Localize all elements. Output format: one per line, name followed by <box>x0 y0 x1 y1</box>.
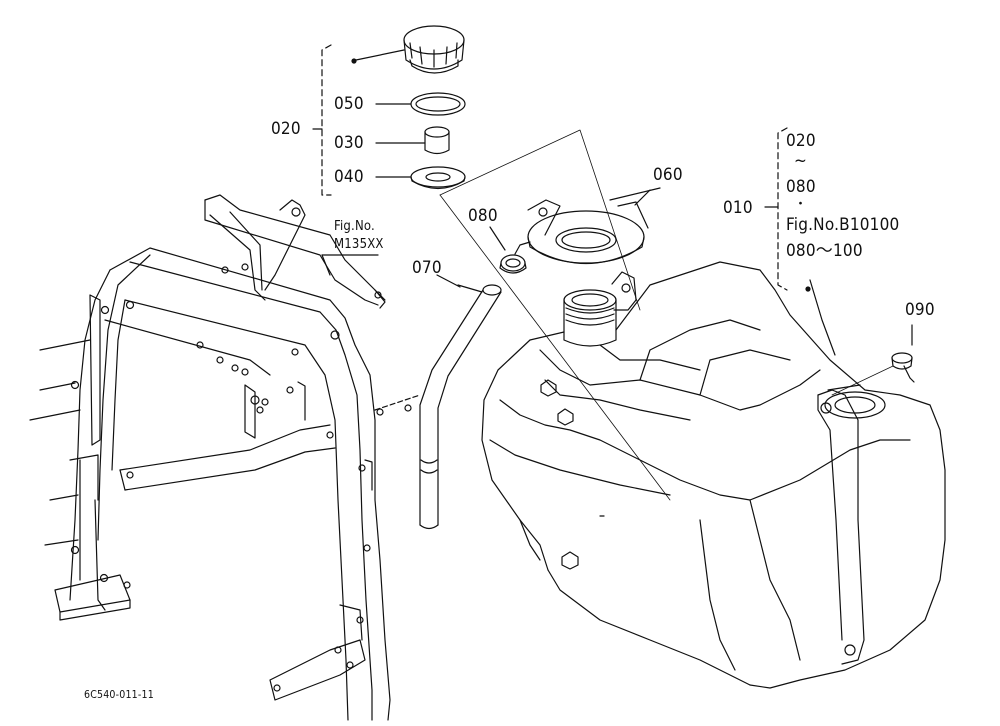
callout-010[interactable]: 010 <box>723 198 753 218</box>
callout-090[interactable]: 090 <box>905 300 935 320</box>
fig-ref-line2[interactable]: M135XX <box>334 237 384 252</box>
callout-070[interactable]: 070 <box>412 258 442 278</box>
frame-drawing <box>29 194 412 721</box>
callout-060[interactable]: 060 <box>653 165 683 185</box>
group-010-fig-ref[interactable]: Fig.No.B10100 <box>786 215 900 235</box>
group-010-bullet: ・ <box>794 197 808 212</box>
fuel-tank-drawing <box>436 127 946 689</box>
callout-030[interactable]: 030 <box>334 133 364 153</box>
fig-ref-bracket-drawing <box>321 254 379 276</box>
group-010-fig-range: 080～100 <box>786 241 863 261</box>
group-010-tilde: ~ <box>794 151 808 171</box>
group-010-range-start: 020 <box>786 131 816 151</box>
callout-050[interactable]: 050 <box>334 94 364 114</box>
callout-040[interactable]: 040 <box>334 167 364 187</box>
cap-assembly-drawing <box>312 25 466 196</box>
hose-drawing <box>419 284 502 530</box>
group-010-range-end: 080 <box>786 177 816 197</box>
cap-holder-drawing <box>527 187 661 265</box>
callout-020[interactable]: 020 <box>271 119 301 139</box>
fig-ref-line1: Fig.No. <box>334 219 375 234</box>
diagram-id: 6C540-011-11 <box>84 689 154 701</box>
clamp-drawing <box>489 226 531 274</box>
callout-080[interactable]: 080 <box>468 206 498 226</box>
